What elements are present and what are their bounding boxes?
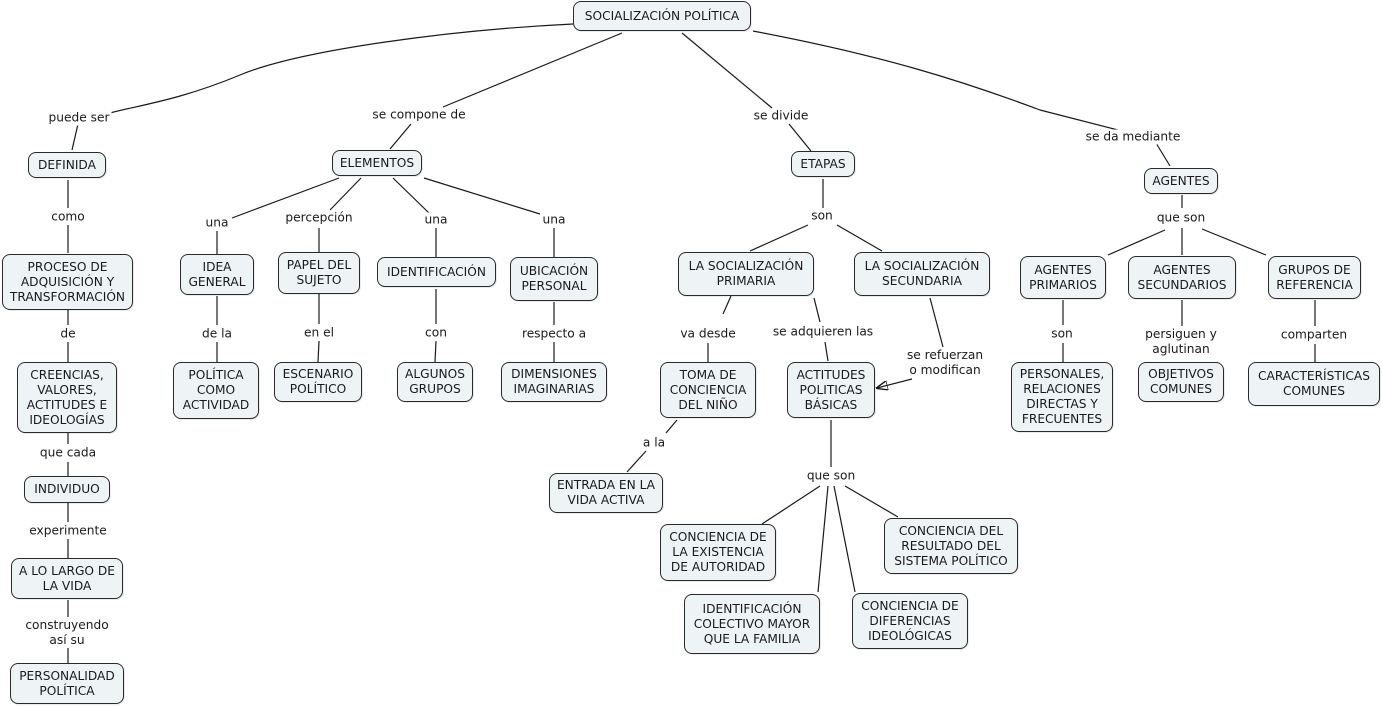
connector <box>434 340 437 363</box>
link-label-en-el: en el <box>302 325 336 341</box>
link-label-que-son: que son <box>804 468 858 484</box>
link-label-puede-ser: puede ser <box>46 110 112 126</box>
link-label-que-son: que son <box>1154 210 1208 226</box>
connector <box>681 32 773 109</box>
connector <box>71 123 79 151</box>
link-label-de: de <box>58 326 78 342</box>
node-a-lo-largo-de-la-vida[interactable]: A LO LARGO DE LA VIDA <box>11 558 123 599</box>
connector <box>817 485 829 593</box>
node-agentes-primarios[interactable]: AGENTES PRIMARIOS <box>1020 256 1106 299</box>
node-dimensiones-imaginarias[interactable]: DIMENSIONES IMAGINARIAS <box>501 362 607 402</box>
connector <box>788 123 812 152</box>
connector <box>231 177 340 219</box>
connector <box>392 177 431 215</box>
connector <box>761 485 821 525</box>
node-idea-general[interactable]: IDEA GENERAL <box>180 254 254 295</box>
connector <box>665 419 678 434</box>
connector <box>109 23 574 114</box>
connector <box>1155 142 1171 167</box>
link-label-persiguen-y-aglutinan: persiguen y aglutinan <box>1143 327 1219 357</box>
node-toma-de-conciencia[interactable]: TOMA DE CONCIENCIA DEL NIÑO <box>660 362 756 418</box>
link-label-que-cada: que cada <box>37 445 99 461</box>
node-conciencia-diferencias[interactable]: CONCIENCIA DE DIFERENCIAS IDEOLÓGICAS <box>852 593 968 649</box>
node-definida[interactable]: DEFINIDA <box>28 152 106 178</box>
connector <box>389 123 412 150</box>
connector <box>722 295 732 315</box>
node-escenario-politico[interactable]: ESCENARIO POLÍTICO <box>274 362 362 402</box>
link-label-respecto-a: respecto a <box>519 326 589 342</box>
link-label-a-la: a la <box>640 435 668 451</box>
link-label-una: una <box>203 215 231 231</box>
node-socializacion-primaria[interactable]: LA SOCIALIZACIÓN PRIMARIA <box>678 252 814 296</box>
connector <box>317 340 320 363</box>
node-ubicacion-personal[interactable]: UBICACIÓN PERSONAL <box>510 257 598 301</box>
connector <box>752 30 1119 131</box>
link-label-construyendo: construyendo así su <box>23 618 111 648</box>
node-identificacion[interactable]: IDENTIFICACIÓN <box>377 257 496 287</box>
link-label-una: una <box>422 212 450 228</box>
connector <box>813 297 821 323</box>
connector <box>749 224 809 252</box>
node-caracteristicas-comunes[interactable]: CARACTERÍSTICAS COMUNES <box>1248 362 1380 406</box>
node-creencias[interactable]: CREENCIAS, VALORES, ACTITUDES E IDEOLOGÍ… <box>17 362 117 433</box>
connector <box>844 485 899 518</box>
link-label-experimente: experimente <box>27 523 109 539</box>
link-label-son: son <box>809 208 835 224</box>
connector <box>929 297 944 348</box>
connector <box>836 224 883 252</box>
node-papel-del-sujeto[interactable]: PAPEL DEL SUJETO <box>278 252 360 294</box>
link-label-una: una <box>540 212 568 228</box>
node-agentes-secundarios[interactable]: AGENTES SECUNDARIOS <box>1128 256 1236 299</box>
node-proceso[interactable]: PROCESO DE ADQUISICIÓN Y TRANSFORMACIÓN <box>2 254 133 310</box>
link-label-se-refuerzan: se refuerzan o modifican <box>904 348 986 378</box>
link-label-se-adquieren-las: se adquieren las <box>770 324 876 340</box>
node-politica-como-actividad[interactable]: POLÍTICA COMO ACTIVIDAD <box>173 362 259 419</box>
link-label-se-da-mediante: se da mediante <box>1083 129 1183 145</box>
node-objetivos-comunes[interactable]: OBJETIVOS COMUNES <box>1138 362 1224 402</box>
link-label-va-desde: va desde <box>678 326 738 342</box>
node-socializacion-politica[interactable]: SOCIALIZACIÓN POLÍTICA <box>573 1 751 31</box>
link-label-son: son <box>1049 326 1075 342</box>
node-personalidad-politica[interactable]: PERSONALIDAD POLÍTICA <box>10 663 124 704</box>
link-label-comparten: comparten <box>1278 327 1350 343</box>
connector <box>1201 228 1267 256</box>
node-personales[interactable]: PERSONALES, RELACIONES DIRECTAS Y FRECUE… <box>1011 362 1113 432</box>
node-individuo[interactable]: INDIVIDUO <box>24 476 110 503</box>
link-label-con: con <box>423 325 449 341</box>
node-entrada-vida-activa[interactable]: ENTRADA EN LA VIDA ACTIVA <box>549 473 663 513</box>
node-elementos[interactable]: ELEMENTOS <box>332 150 422 176</box>
node-actitudes-politicas-basicas[interactable]: ACTITUDES POLITICAS BÁSICAS <box>787 362 875 418</box>
connector <box>626 450 647 473</box>
node-algunos-grupos[interactable]: ALGUNOS GRUPOS <box>397 362 473 402</box>
connector <box>877 378 913 388</box>
node-conciencia-resultado[interactable]: CONCIENCIA DEL RESULTADO DEL SISTEMA POL… <box>884 518 1018 574</box>
node-etapas[interactable]: ETAPAS <box>791 151 855 177</box>
link-label-como: como <box>49 209 87 225</box>
connector <box>1107 229 1166 256</box>
connector <box>833 485 856 593</box>
link-label-se-compone-de: se compone de <box>370 107 468 123</box>
link-label-de-la: de la <box>200 326 234 342</box>
node-socializacion-secundaria[interactable]: LA SOCIALIZACIÓN SECUNDARIA <box>854 252 990 296</box>
connector <box>423 177 541 215</box>
node-agentes[interactable]: AGENTES <box>1144 168 1218 194</box>
connector <box>329 177 362 211</box>
node-conciencia-autoridad[interactable]: CONCIENCIA DE LA EXISTENCIA DE AUTORIDAD <box>660 524 776 581</box>
link-label-percepcion: percepción <box>283 210 355 226</box>
node-grupos-de-referencia[interactable]: GRUPOS DE REFERENCIA <box>1268 256 1361 299</box>
connector <box>824 341 829 362</box>
node-identificacion-colectivo[interactable]: IDENTIFICACIÓN COLECTIVO MAYOR QUE LA FA… <box>684 594 820 654</box>
connector <box>442 32 623 108</box>
link-label-se-divide: se divide <box>751 108 811 124</box>
